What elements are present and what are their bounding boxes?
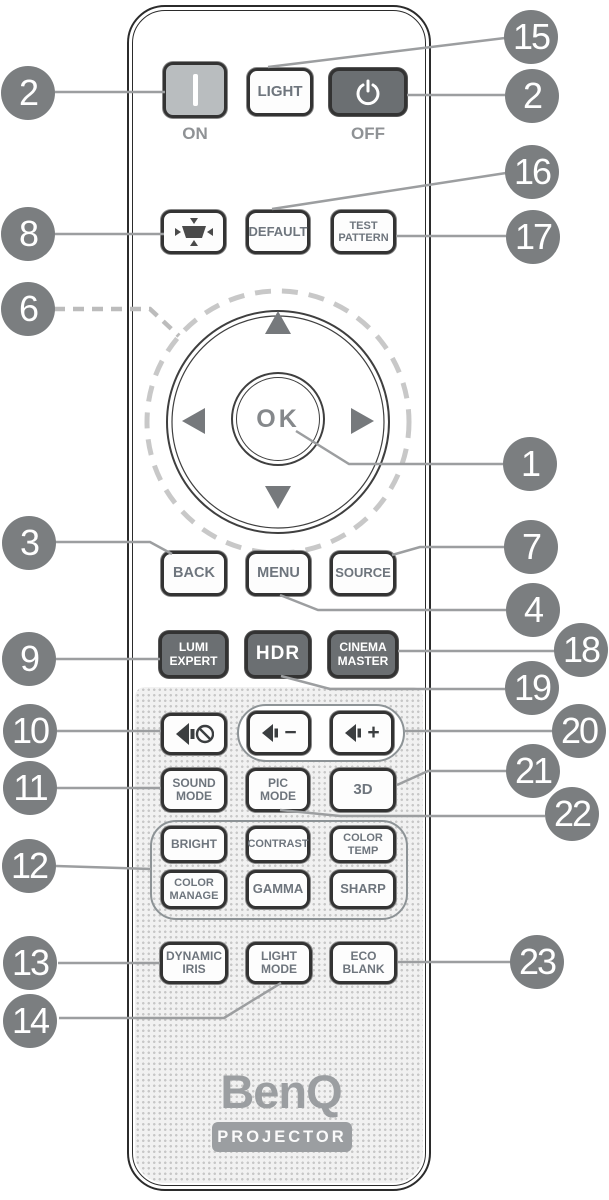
callout-14: 14 bbox=[3, 994, 57, 1048]
sound-mode-button[interactable]: SOUND MODE bbox=[161, 768, 227, 812]
cinema-master-button[interactable]: CINEMA MASTER bbox=[328, 631, 398, 678]
callout-3: 3 bbox=[2, 516, 56, 570]
volume-down-button[interactable]: − bbox=[247, 711, 311, 755]
3d-button[interactable]: 3D bbox=[330, 768, 396, 812]
callout-12: 12 bbox=[2, 839, 56, 893]
volume-up-button[interactable]: + bbox=[330, 711, 394, 755]
color-temp-button[interactable]: COLOR TEMP bbox=[330, 826, 396, 863]
mute-button[interactable] bbox=[161, 713, 227, 755]
callout-17: 17 bbox=[506, 210, 560, 264]
power-off-button[interactable] bbox=[329, 68, 407, 116]
callout-8: 8 bbox=[1, 207, 55, 261]
keystone-icon bbox=[174, 218, 213, 246]
callout-7: 7 bbox=[504, 520, 558, 574]
bright-button[interactable]: BRIGHT bbox=[161, 826, 227, 863]
callout-1: 1 bbox=[503, 437, 557, 491]
off-label: OFF bbox=[351, 124, 385, 143]
callout-16: 16 bbox=[505, 145, 559, 199]
callout-20: 20 bbox=[552, 704, 606, 758]
pic-mode-button[interactable]: PIC MODE bbox=[246, 768, 310, 812]
callout-4: 4 bbox=[506, 583, 560, 637]
callout-2-on: 2 bbox=[1, 66, 55, 120]
light-mode-button[interactable]: LIGHT MODE bbox=[246, 942, 312, 984]
minus-symbol: − bbox=[284, 721, 297, 745]
arrow-down-icon[interactable] bbox=[265, 486, 291, 509]
mute-icon bbox=[176, 723, 214, 745]
test-pattern-button[interactable]: TEST PATTERN bbox=[331, 210, 396, 254]
remote-body bbox=[127, 5, 431, 1191]
dpad-dashed-ring bbox=[144, 288, 412, 556]
callout-2-off: 2 bbox=[505, 69, 559, 123]
callout-11: 11 bbox=[3, 761, 57, 815]
ok-button[interactable]: OK bbox=[231, 372, 325, 466]
callout-18: 18 bbox=[554, 623, 608, 677]
default-button[interactable]: DEFAULT bbox=[246, 210, 310, 254]
sharp-button[interactable]: SHARP bbox=[330, 870, 396, 909]
callout-6: 6 bbox=[1, 282, 55, 336]
arrow-up-icon[interactable] bbox=[265, 311, 291, 334]
arrow-left-icon[interactable] bbox=[182, 408, 205, 434]
menu-button[interactable]: MENU bbox=[246, 551, 311, 596]
callout-9: 9 bbox=[2, 632, 56, 686]
on-label: ON bbox=[182, 124, 208, 143]
callout-22: 22 bbox=[545, 787, 599, 841]
lumi-expert-button[interactable]: LUMI EXPERT bbox=[159, 631, 228, 678]
contrast-button[interactable]: CONTRAST bbox=[246, 826, 310, 863]
on-bar-icon bbox=[192, 74, 198, 106]
source-button[interactable]: SOURCE bbox=[330, 551, 396, 596]
keystone-button[interactable] bbox=[161, 210, 226, 254]
callout-10: 10 bbox=[3, 704, 57, 758]
power-icon bbox=[356, 79, 380, 106]
callout-21: 21 bbox=[506, 744, 560, 798]
arrow-right-icon[interactable] bbox=[351, 408, 374, 434]
callout-19: 19 bbox=[505, 661, 559, 715]
gamma-button[interactable]: GAMMA bbox=[246, 870, 310, 909]
hdr-button[interactable]: HDR bbox=[245, 631, 311, 678]
callout-13: 13 bbox=[3, 936, 57, 990]
speaker-icon bbox=[262, 724, 279, 742]
projector-badge: PROJECTOR bbox=[212, 1122, 352, 1152]
callout-15: 15 bbox=[504, 10, 558, 64]
power-on-button[interactable] bbox=[163, 62, 227, 118]
callout-23: 23 bbox=[510, 935, 564, 989]
back-button[interactable]: BACK bbox=[161, 551, 227, 596]
color-manage-button[interactable]: COLOR MANAGE bbox=[161, 870, 227, 909]
eco-blank-button[interactable]: ECO BLANK bbox=[330, 942, 397, 984]
speaker-icon bbox=[345, 724, 362, 742]
light-button[interactable]: LIGHT bbox=[247, 68, 313, 116]
plus-symbol: + bbox=[367, 721, 380, 745]
dynamic-iris-button[interactable]: DYNAMIC IRIS bbox=[160, 942, 228, 984]
benq-logo: BenQ bbox=[220, 1065, 342, 1118]
